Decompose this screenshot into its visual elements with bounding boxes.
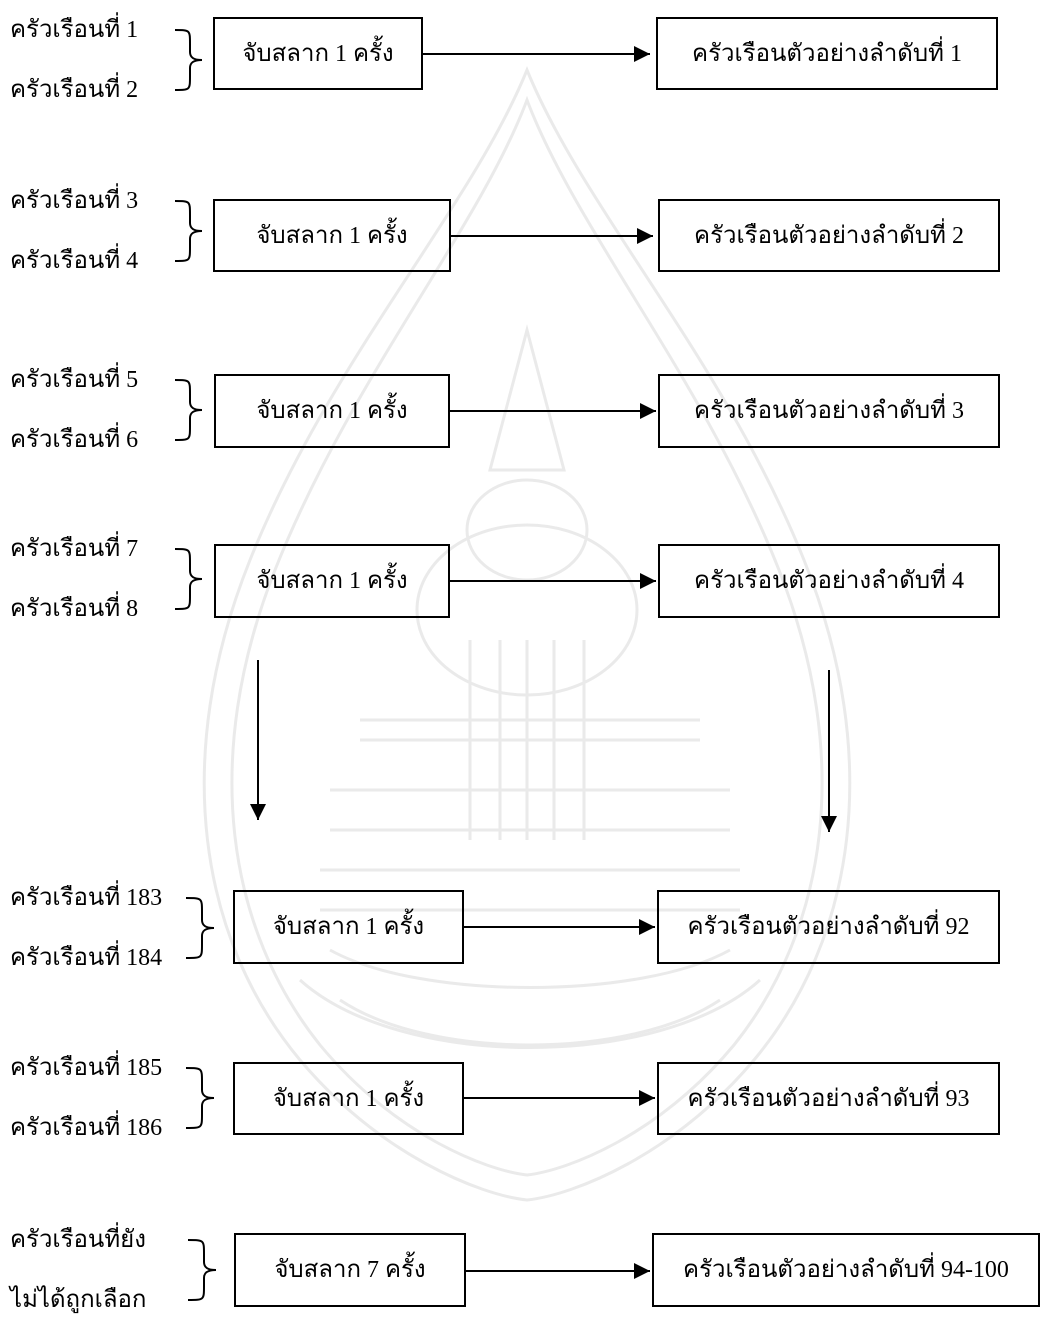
- row-1-action-box: จับสลาก 1 ครั้ง: [213, 17, 423, 90]
- row-5-result-box: ครัวเรือนตัวอย่างลำดับที่ 92: [657, 890, 1000, 964]
- row-7-label-bottom: ไม่ได้ถูกเลือก: [10, 1287, 147, 1313]
- row-5-label-bottom: ครัวเรือนที่ 184: [10, 945, 163, 971]
- row-2-result-box: ครัวเรือนตัวอย่างลำดับที่ 2: [658, 199, 1000, 272]
- brace-row-6: [185, 1067, 215, 1129]
- row-1-label-bottom: ครัวเรือนที่ 2: [10, 77, 139, 103]
- row-6-label-top: ครัวเรือนที่ 185: [10, 1055, 163, 1081]
- row-3-action-box: จับสลาก 1 ครั้ง: [214, 374, 450, 448]
- brace-row-2: [174, 200, 203, 262]
- row-2-label-bottom: ครัวเรือนที่ 4: [10, 248, 139, 274]
- brace-row-4: [174, 548, 203, 610]
- brace-row-7: [187, 1239, 217, 1301]
- row-2-label-top: ครัวเรือนที่ 3: [10, 188, 139, 214]
- row-4-result-box: ครัวเรือนตัวอย่างลำดับที่ 4: [658, 544, 1000, 618]
- row-3-result-box: ครัวเรือนตัวอย่างลำดับที่ 3: [658, 374, 1000, 448]
- row-7-action-box: จับสลาก 7 ครั้ง: [234, 1233, 466, 1307]
- brace-row-5: [185, 897, 215, 959]
- row-7-result-box: ครัวเรือนตัวอย่างลำดับที่ 94-100: [652, 1233, 1040, 1307]
- row-1-label-top: ครัวเรือนที่ 1: [10, 17, 139, 43]
- brace-row-3: [174, 379, 203, 441]
- row-5-action-box: จับสลาก 1 ครั้ง: [233, 890, 464, 964]
- row-3-label-top: ครัวเรือนที่ 5: [10, 367, 139, 393]
- row-7-label-top: ครัวเรือนที่ยัง: [10, 1227, 146, 1253]
- row-6-action-box: จับสลาก 1 ครั้ง: [233, 1062, 464, 1135]
- row-4-label-top: ครัวเรือนที่ 7: [10, 536, 139, 562]
- row-2-action-box: จับสลาก 1 ครั้ง: [213, 199, 451, 272]
- row-6-result-box: ครัวเรือนตัวอย่างลำดับที่ 93: [657, 1062, 1000, 1135]
- row-3-label-bottom: ครัวเรือนที่ 6: [10, 427, 139, 453]
- brace-row-1: [174, 29, 203, 91]
- row-1-result-box: ครัวเรือนตัวอย่างลำดับที่ 1: [656, 17, 998, 90]
- row-4-label-bottom: ครัวเรือนที่ 8: [10, 596, 139, 622]
- row-5-label-top: ครัวเรือนที่ 183: [10, 885, 163, 911]
- row-6-label-bottom: ครัวเรือนที่ 186: [10, 1115, 163, 1141]
- row-4-action-box: จับสลาก 1 ครั้ง: [214, 544, 450, 618]
